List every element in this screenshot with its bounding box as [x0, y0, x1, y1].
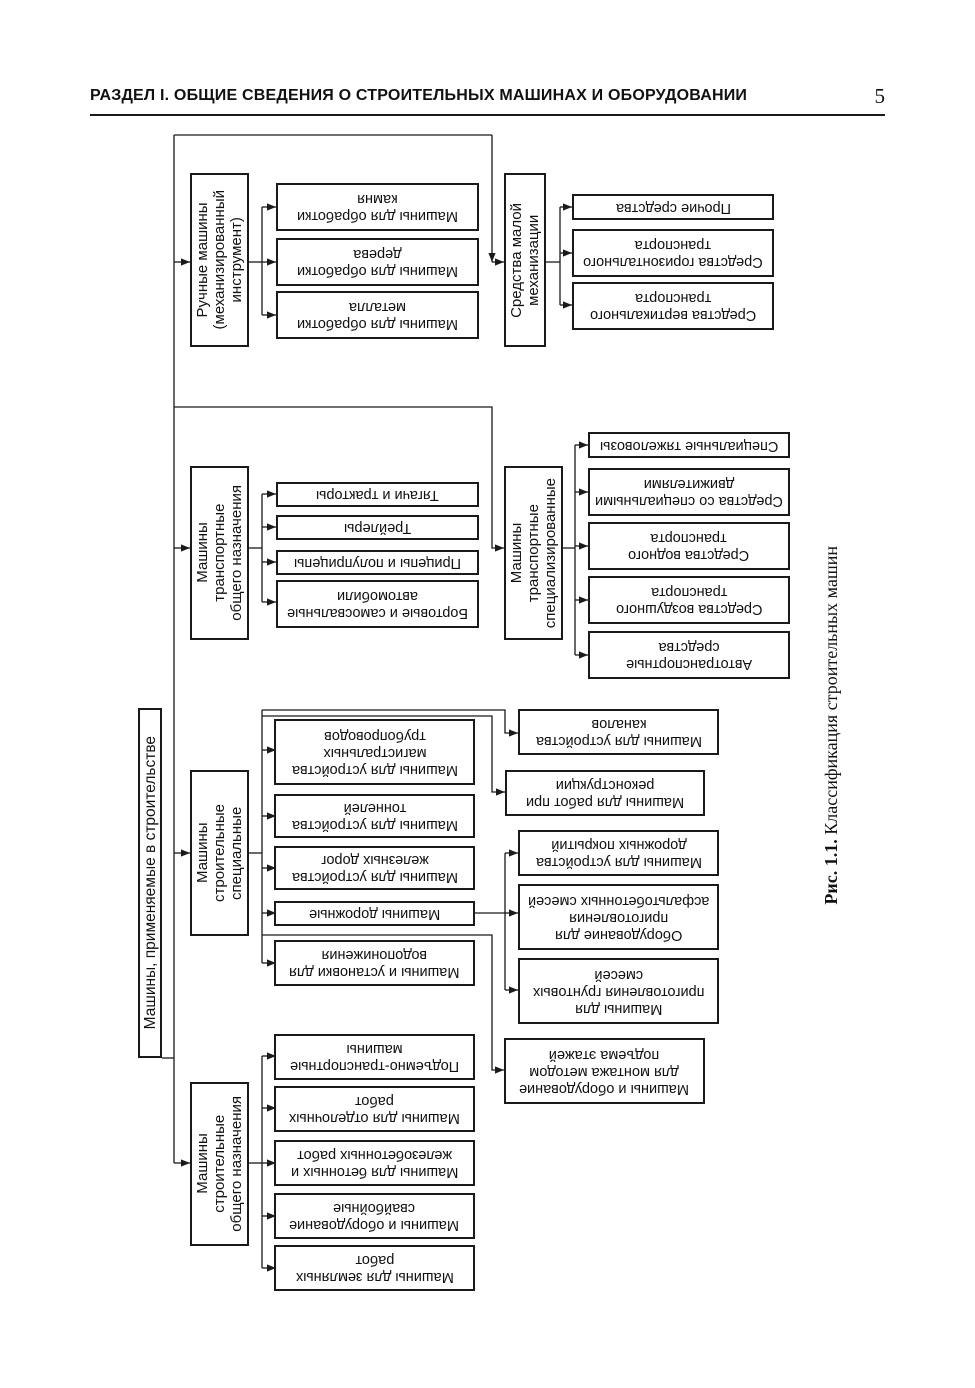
section-title: Раздел I. Общие сведения о строительных …: [90, 87, 748, 104]
special-item-road: Машины дорожные: [274, 901, 475, 926]
manual-item-stone: Машины для обработки камня: [276, 183, 479, 231]
spec-transport-auto: Автотранспортные средства: [588, 631, 790, 679]
transport-item-tractors: Тягачи и тракторы: [276, 482, 479, 507]
group-special-box: Машины строительные специальные: [190, 770, 249, 936]
road-item-asphalt: Оборудование для приготовления асфальтоб…: [518, 884, 719, 950]
page-header: Раздел I. Общие сведения о строительных …: [90, 80, 885, 116]
group-transport-label: Машины транспортные общего назначения: [194, 485, 245, 621]
road-item-pavement: Машины для устройства дорожных покрытий: [518, 830, 719, 876]
general-item-piling: Машины и оборудование свайбойные: [274, 1193, 475, 1239]
special-side-canals: Машины для устройства каналов: [518, 709, 719, 755]
small-mech-item-horizontal: Средства горизонтального транспорта: [572, 229, 774, 277]
figure-caption: Рис. 1.1. Классификация строительных маш…: [818, 520, 844, 930]
spec-transport-heavy: Специальные тяжеловозы: [588, 432, 790, 458]
small-mech-item-vertical: Средства вертикального транспорта: [572, 282, 774, 330]
manual-item-metal: Машины для обработки металла: [276, 291, 479, 339]
figure-number: Рис. 1.1.: [820, 838, 841, 905]
general-item-concrete: Машины для бетонных и железобетонных раб…: [274, 1140, 475, 1186]
general-side-lift-slab: Машины и оборудование для монтажа методо…: [504, 1038, 705, 1104]
group-general-box: Машины строительные общего назначения: [190, 1082, 249, 1246]
special-item-tunnels: Машины для устройства тоннелей: [274, 794, 475, 838]
general-item-earthwork: Машины для земляных работ: [274, 1245, 475, 1291]
specialised-transport-box: Машины транспортные специализированные: [504, 466, 563, 640]
general-item-lifting: Подъемно-транспортные машины: [274, 1034, 475, 1080]
special-item-railways: Машины для устройства железных дорог: [274, 846, 475, 890]
figure-caption-text: Классификация строительных машин: [820, 545, 841, 835]
special-side-reconstruction: Машины для работ при реконструкции: [505, 770, 705, 816]
manual-item-wood: Машины для обработки дерева: [276, 238, 479, 286]
root-label: Машины, применяемые в строительстве: [141, 736, 159, 1030]
special-item-pipelines: Машины для устройства магистральных труб…: [274, 719, 475, 785]
small-mech-item-other: Прочие средства: [572, 194, 774, 220]
group-special-label: Машины строительные специальные: [194, 804, 245, 902]
general-item-finishing: Машины для отделочных работ: [274, 1086, 475, 1132]
small-mechanisation-box: Средства малой механизации: [504, 173, 546, 347]
group-manual-label: Ручные машины (механизированный инструме…: [194, 190, 245, 330]
transport-item-semitrailers: Прицепы и полуприцепы: [276, 550, 479, 575]
special-item-dewatering: Машины и установки для водопонижения: [274, 940, 475, 986]
group-transport-box: Машины транспортные общего назначения: [190, 466, 249, 640]
group-general-label: Машины строительные общего назначения: [194, 1096, 245, 1232]
spec-transport-air: Средства воздушного транспорта: [588, 576, 790, 624]
root-box: Машины, применяемые в строительстве: [138, 708, 162, 1058]
transport-item-trailers: Трейлеры: [276, 515, 479, 540]
spec-transport-movers: Средства со специальными движителями: [588, 468, 790, 516]
spec-transport-water: Средства водного транспорта: [588, 522, 790, 570]
group-manual-box: Ручные машины (механизированный инструме…: [190, 173, 249, 347]
transport-item-trucks: Бортовые и самосвальные автомобили: [276, 580, 479, 628]
page-number: 5: [874, 84, 886, 108]
road-item-soil-mixes: Машины для приготовления грунтовых смесе…: [518, 958, 719, 1024]
